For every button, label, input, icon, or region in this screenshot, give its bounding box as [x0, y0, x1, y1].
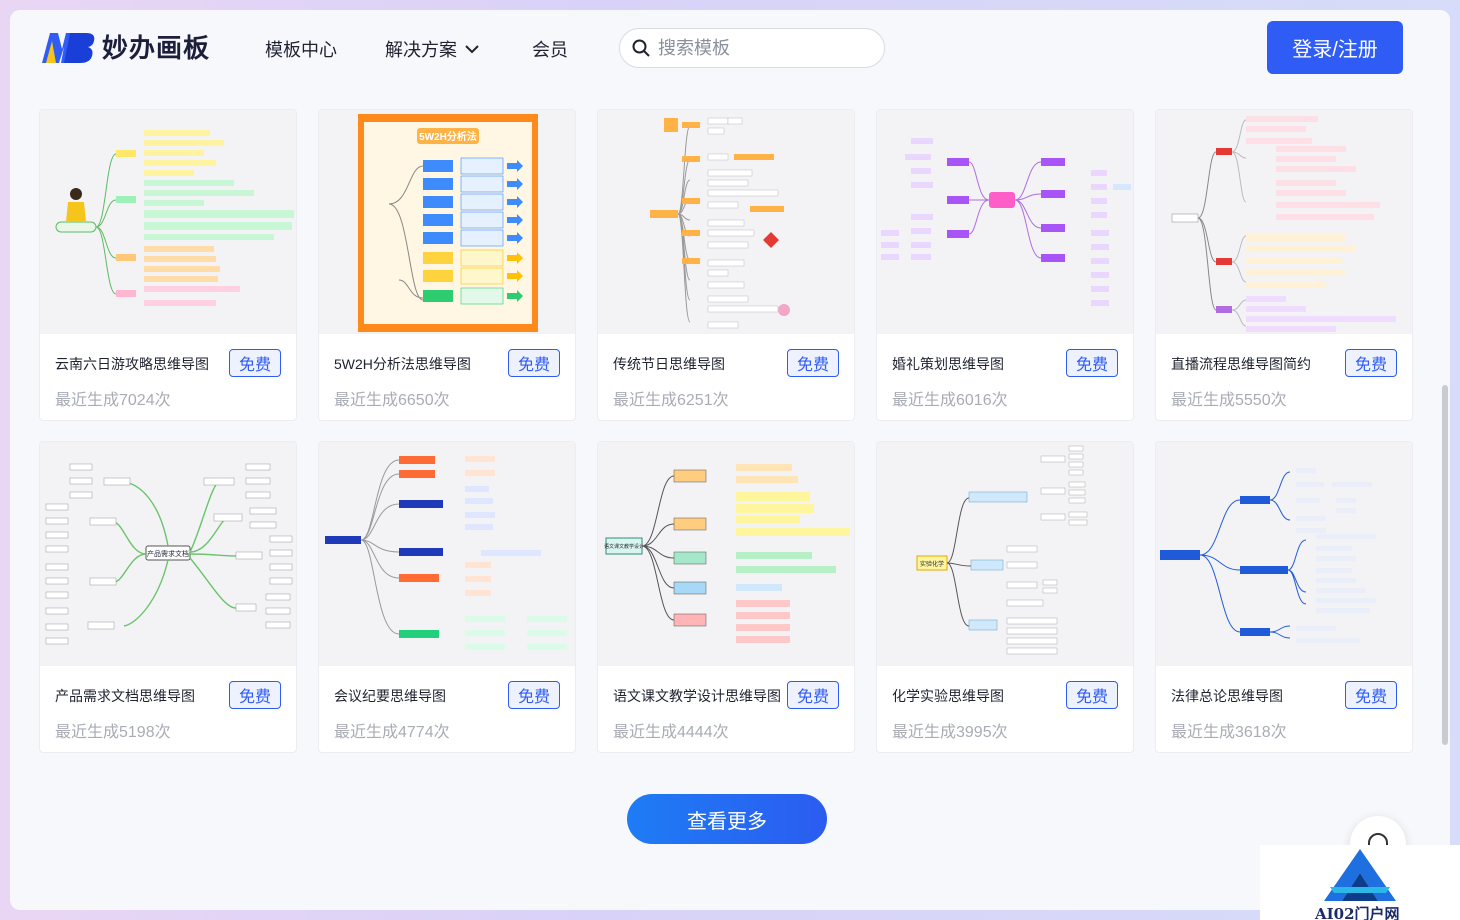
template-card[interactable]: 云南六日游攻略思维导图 免费 最近生成7024次	[39, 109, 297, 421]
template-title: 婚礼策划思维导图	[892, 356, 1004, 372]
template-thumbnail: 产品需求文档	[40, 442, 296, 666]
template-title: 5W2H分析法思维导图	[334, 356, 471, 372]
template-title: 云南六日游攻略思维导图	[55, 356, 209, 372]
template-title: 语文课文教学设计思维导图	[613, 688, 781, 704]
watermark-logo-icon	[1324, 849, 1396, 901]
scrollbar[interactable]	[1442, 385, 1448, 745]
logo-text: 妙办画板	[102, 33, 211, 63]
template-thumbnail: 语文课文教学设计	[598, 442, 854, 666]
free-badge: 免费	[1066, 681, 1118, 709]
template-title: 传统节日思维导图	[613, 356, 725, 372]
template-title: 会议纪要思维导图	[334, 688, 446, 704]
top-navbar: 妙办画板 模板中心 解决方案 会员 登录/注册	[10, 10, 1450, 88]
usage-count: 最近生成7024次	[55, 392, 171, 409]
nav-membership[interactable]: 会员	[532, 36, 568, 62]
usage-count: 最近生成4774次	[334, 724, 450, 741]
chevron-down-icon	[465, 45, 479, 54]
free-badge: 免费	[229, 349, 281, 377]
template-title: 直播流程思维导图简约	[1171, 356, 1311, 372]
search-input[interactable]	[658, 37, 858, 59]
watermark-text: AI02门户网	[1315, 905, 1400, 920]
template-card[interactable]: 传统节日思维导图 免费 最近生成6251次	[597, 109, 855, 421]
thumb-heading: 5W2H分析法	[419, 130, 477, 143]
template-thumbnail	[319, 442, 575, 666]
nav-solutions[interactable]: 解决方案	[385, 36, 479, 62]
template-thumbnail	[1156, 442, 1412, 666]
free-badge: 免费	[508, 681, 560, 709]
template-thumbnail: 5W2H分析法	[319, 110, 575, 334]
free-badge: 免费	[787, 681, 839, 709]
login-register-button[interactable]: 登录/注册	[1267, 21, 1403, 74]
template-card[interactable]: 婚礼策划思维导图 免费 最近生成6016次	[876, 109, 1134, 421]
site-logo[interactable]: 妙办画板	[40, 28, 210, 65]
template-title: 法律总论思维导图	[1171, 688, 1283, 704]
usage-count: 最近生成5550次	[1171, 392, 1287, 409]
nav-solutions-label: 解决方案	[385, 40, 457, 60]
thumb-center-label: 实验化学	[920, 560, 944, 568]
watermark: AI02门户网	[1260, 845, 1460, 920]
template-thumbnail	[40, 110, 296, 334]
view-more-button[interactable]: 查看更多	[627, 794, 827, 844]
nav-templates[interactable]: 模板中心	[265, 36, 337, 62]
template-thumbnail	[598, 110, 854, 334]
template-title: 产品需求文档思维导图	[55, 688, 195, 704]
free-badge: 免费	[229, 681, 281, 709]
free-badge: 免费	[1066, 349, 1118, 377]
template-card[interactable]: 直播流程思维导图简约 免费 最近生成5550次	[1155, 109, 1413, 421]
browser-page: 妙办画板 模板中心 解决方案 会员 登录/注册	[10, 10, 1450, 910]
template-thumbnail: 实验化学	[877, 442, 1133, 666]
usage-count: 最近生成6650次	[334, 392, 450, 409]
usage-count: 最近生成3618次	[1171, 724, 1287, 741]
search-box[interactable]	[619, 28, 885, 68]
template-card[interactable]: 实验化学 化学实验思维导图 免费 最近生成3995次	[876, 441, 1134, 753]
usage-count: 最近生成3995次	[892, 724, 1008, 741]
usage-count: 最近生成6016次	[892, 392, 1008, 409]
usage-count: 最近生成4444次	[613, 724, 729, 741]
nav-templates-label: 模板中心	[265, 40, 337, 60]
logo-icon	[42, 32, 95, 63]
search-icon	[632, 39, 650, 57]
usage-count: 最近生成6251次	[613, 392, 729, 409]
free-badge: 免费	[787, 349, 839, 377]
template-title: 化学实验思维导图	[892, 688, 1004, 704]
thumb-center-label: 产品需求文档	[147, 549, 189, 558]
template-card[interactable]: 产品需求文档 产品需求文档思维导图 免费 最近生成5198次	[39, 441, 297, 753]
free-badge: 免费	[1345, 681, 1397, 709]
template-thumbnail	[1156, 110, 1412, 334]
template-card[interactable]: 会议纪要思维导图 免费 最近生成4774次	[318, 441, 576, 753]
template-card[interactable]: 5W2H分析法 5W2H分析法思维导图 免费 最近生成6650次	[318, 109, 576, 421]
template-card[interactable]: 法律总论思维导图 免费 最近生成3618次	[1155, 441, 1413, 753]
free-badge: 免费	[1345, 349, 1397, 377]
usage-count: 最近生成5198次	[55, 724, 171, 741]
template-thumbnail	[877, 110, 1133, 334]
nav-membership-label: 会员	[532, 40, 568, 60]
free-badge: 免费	[508, 349, 560, 377]
thumb-center-label: 语文课文教学设计	[604, 543, 644, 550]
template-card[interactable]: 语文课文教学设计 语文课文教学设计思维导图 免费 最近生成4444次	[597, 441, 855, 753]
